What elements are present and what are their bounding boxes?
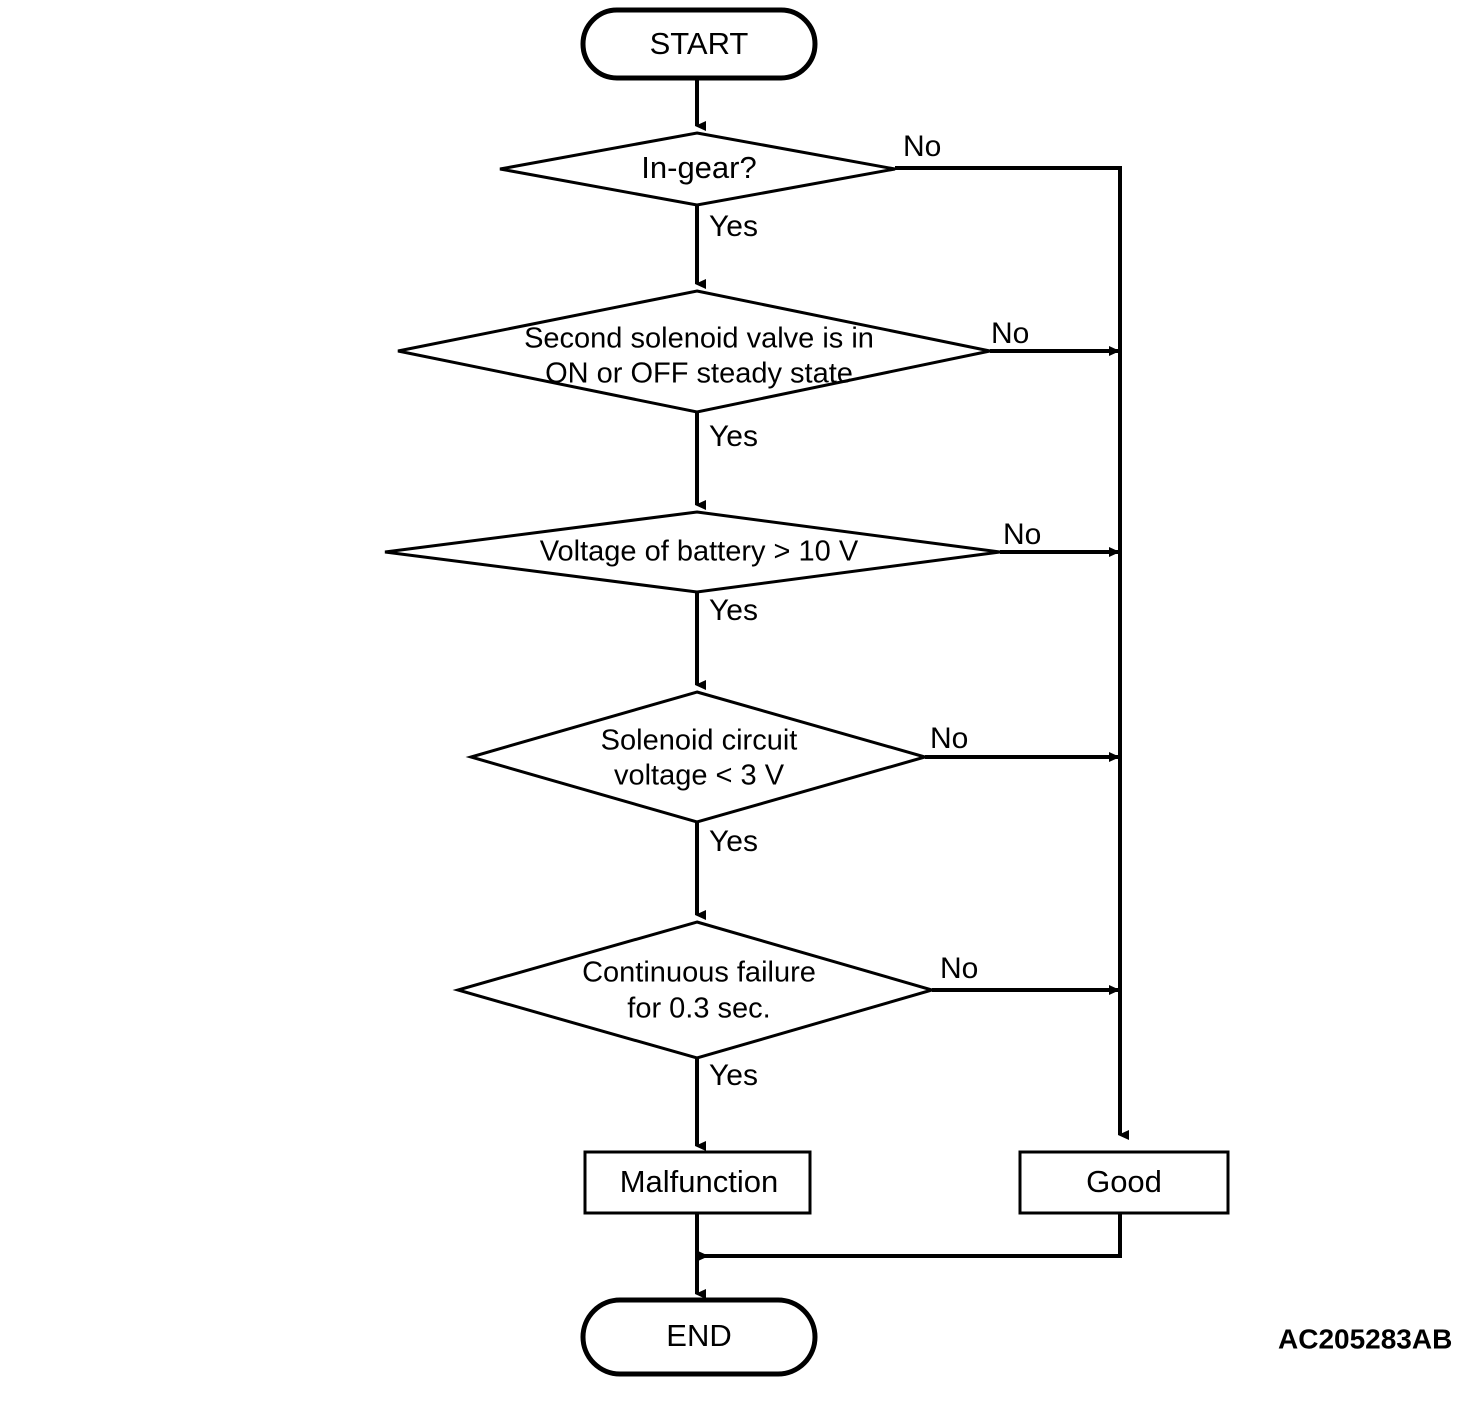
node-start: START: [580, 7, 818, 81]
node-end: END: [580, 1297, 818, 1377]
node-decision-steady-state-label-line2: ON or OFF steady state: [545, 358, 853, 390]
node-good: Good: [1018, 1150, 1230, 1215]
edge-label-battery-voltage-yes: Yes: [709, 594, 758, 627]
node-decision-battery-voltage-label: Voltage of battery > 10 V: [540, 536, 859, 568]
node-good-label: Good: [1086, 1164, 1162, 1199]
node-malfunction-label: Malfunction: [620, 1164, 779, 1199]
node-decision-solenoid-voltage-label-line2: voltage < 3 V: [614, 760, 785, 792]
node-decision-solenoid-voltage: Solenoid circuit voltage < 3 V: [465, 690, 931, 824]
edge-good-to-end: [698, 1213, 1122, 1261]
edge-label-solenoid-voltage-no: No: [930, 722, 968, 755]
edge-label-steady-state-yes: Yes: [709, 420, 758, 453]
node-decision-continuous-failure: Continuous failure for 0.3 sec.: [452, 920, 938, 1060]
node-decision-solenoid-voltage-label-line1: Solenoid circuit: [601, 725, 798, 757]
node-decision-steady-state-label-line1: Second solenoid valve is in: [524, 323, 874, 355]
node-decision-in-gear: In-gear?: [499, 131, 896, 207]
edge-label-continuous-failure-no: No: [940, 952, 978, 985]
edge-label-continuous-failure-yes: Yes: [709, 1059, 758, 1092]
edge-in-gear-no: [895, 166, 1129, 1140]
edge-label-in-gear-no: No: [903, 130, 941, 163]
edge-label-steady-state-no: No: [991, 317, 1029, 350]
node-decision-steady-state: Second solenoid valve is in ON or OFF st…: [397, 289, 991, 414]
edge-label-battery-voltage-no: No: [1003, 518, 1041, 551]
node-decision-in-gear-label: In-gear?: [641, 150, 756, 185]
node-end-label: END: [666, 1318, 731, 1353]
node-decision-continuous-failure-label-line1: Continuous failure: [582, 957, 816, 989]
edge-label-in-gear-yes: Yes: [709, 210, 758, 243]
edge-label-solenoid-voltage-yes: Yes: [709, 825, 758, 858]
figure-identifier: AC205283AB: [1278, 1323, 1452, 1354]
node-start-label: START: [650, 26, 749, 61]
node-decision-continuous-failure-label-line2: for 0.3 sec.: [627, 993, 770, 1025]
node-malfunction: Malfunction: [583, 1150, 812, 1215]
node-decision-battery-voltage: Voltage of battery > 10 V: [384, 510, 1001, 594]
